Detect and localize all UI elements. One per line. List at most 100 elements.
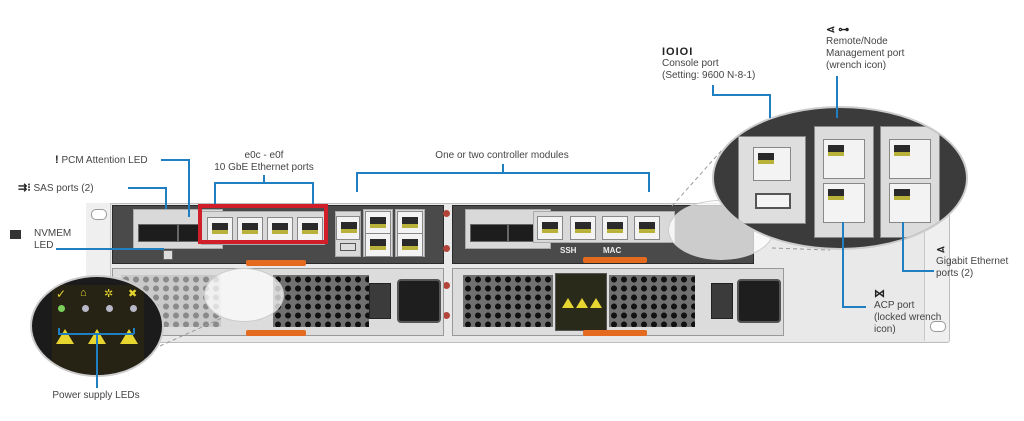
console-port-zoomed[interactable] [753, 147, 791, 181]
console-usb-zoomed [738, 136, 806, 224]
ports-magnifier [712, 106, 968, 250]
zoom-guide-line [159, 317, 223, 347]
fan-grille [463, 275, 553, 327]
fault-icon: ✖ [128, 288, 138, 300]
mounting-hole [91, 209, 107, 220]
callout-line [165, 187, 167, 209]
callout-bracket [356, 172, 650, 174]
psu-led-panel [555, 273, 607, 331]
psu-led-bracket [133, 328, 135, 334]
callout-line [902, 222, 904, 272]
latch-knob[interactable] [443, 282, 450, 289]
ssh-label: SSH [560, 246, 577, 255]
power-supply-b [452, 268, 784, 336]
port-e0d[interactable] [237, 217, 263, 241]
led-ok [58, 305, 65, 312]
warning-icon [590, 298, 602, 308]
led-dc [106, 305, 113, 312]
network-wrench-icon: ⋖ ⊶ [826, 24, 850, 36]
ethernet-10gbe-highlight [198, 204, 328, 244]
dc-icon: ✲ [104, 288, 114, 300]
sas-port-1[interactable] [138, 224, 178, 242]
mac-label: MAC [603, 246, 622, 255]
callout-line [836, 76, 838, 118]
power-inlet[interactable] [737, 279, 781, 323]
rack-ear-right [924, 203, 949, 341]
nvmem-icon [10, 230, 21, 239]
gigabit-ports [395, 209, 425, 257]
controller-handle-a[interactable] [246, 260, 306, 266]
gigabit-port-2-zoomed[interactable] [889, 183, 931, 223]
power-switch[interactable] [711, 283, 733, 319]
port-e0e[interactable] [602, 216, 628, 240]
port-e0c[interactable] [537, 216, 563, 240]
console-icon: IOIOI [662, 46, 694, 58]
ethernet-10gbe-label: e0c - e0f 10 GbE Ethernet ports [214, 150, 314, 173]
power-switch[interactable] [369, 283, 391, 319]
latch-knob[interactable] [443, 210, 450, 217]
callout-bracket [214, 182, 314, 184]
latch-knob[interactable] [443, 312, 450, 319]
callout-bracket [648, 172, 650, 192]
warning-icon [562, 298, 574, 308]
callout-line [128, 187, 166, 189]
warning-icon [120, 329, 138, 344]
usb-port-zoomed[interactable] [755, 193, 791, 209]
callout-line [712, 94, 770, 96]
callout-line [769, 94, 771, 118]
ethernet-10gbe-panel [533, 211, 675, 243]
console-port[interactable] [336, 216, 360, 240]
console-port-label: IOIOI Console port (Setting: 9600 N-8-1) [662, 46, 756, 81]
gigabit-port-2[interactable] [397, 233, 423, 257]
controller-handle-b[interactable] [583, 257, 647, 263]
sas-ports-label: ⇉⁝ SAS ports (2) [18, 182, 94, 194]
zoom-guide-line [671, 149, 723, 207]
mgmt-acp-ports [363, 209, 393, 257]
controller-modules-label: One or two controller modules [435, 150, 569, 161]
callout-line [842, 222, 844, 308]
port-e0e[interactable] [267, 217, 293, 241]
port-e0c[interactable] [207, 217, 233, 241]
gigabit-ethernet-label: ⋖ Gigabit Ethernet ports (2) [936, 244, 1009, 279]
mounting-hole [930, 321, 946, 332]
callout-bracket [214, 182, 216, 204]
callout-line [161, 159, 189, 161]
power-inlet[interactable] [397, 279, 441, 323]
acp-port-zoomed[interactable] [823, 183, 865, 223]
network-icon: ⋖ [936, 244, 946, 256]
nvmem-led [163, 250, 173, 260]
warning-icon [576, 298, 588, 308]
led-fault [130, 305, 137, 312]
remote-mgmt-port-label: ⋖ ⊶ Remote/Node Management port (wrench … [826, 24, 905, 71]
psu-handle-a[interactable] [246, 330, 306, 336]
psu-led-panel-zoomed: ✓ ⌂ ✲ ✖ [52, 285, 144, 375]
management-port-zoomed[interactable] [823, 139, 865, 179]
led-ac [82, 305, 89, 312]
callout-line [188, 159, 190, 217]
sas-port-1[interactable] [470, 224, 508, 242]
callout-bracket [356, 172, 358, 192]
callout-line [56, 248, 164, 250]
locked-wrench-icon: ⋈ [874, 288, 885, 300]
zoom-guide-line [771, 247, 831, 251]
latch-knob[interactable] [443, 245, 450, 252]
ethernet-10gbe-panel [201, 211, 325, 245]
fan-grille [273, 275, 369, 327]
port-e0d[interactable] [570, 216, 596, 240]
gigabit-zoomed [880, 126, 940, 238]
console-usb-panel [335, 211, 361, 257]
acp-port[interactable] [365, 233, 391, 257]
sas-icon: ⇉⁝ [18, 182, 31, 194]
psu-handle-b[interactable] [583, 330, 647, 336]
gigabit-port-1-zoomed[interactable] [889, 139, 931, 179]
port-e0f[interactable] [297, 217, 323, 241]
ac-icon: ⌂ [80, 287, 87, 299]
psu-led-bracket [58, 328, 60, 334]
psu-led-lens [204, 268, 284, 322]
port-e0f[interactable] [634, 216, 660, 240]
acp-port-label: ⋈ ACP port (locked wrench icon) [874, 288, 942, 335]
exclamation-icon: ! [55, 154, 59, 166]
usb-port[interactable] [340, 243, 356, 251]
psu-led-bracket [96, 334, 98, 388]
